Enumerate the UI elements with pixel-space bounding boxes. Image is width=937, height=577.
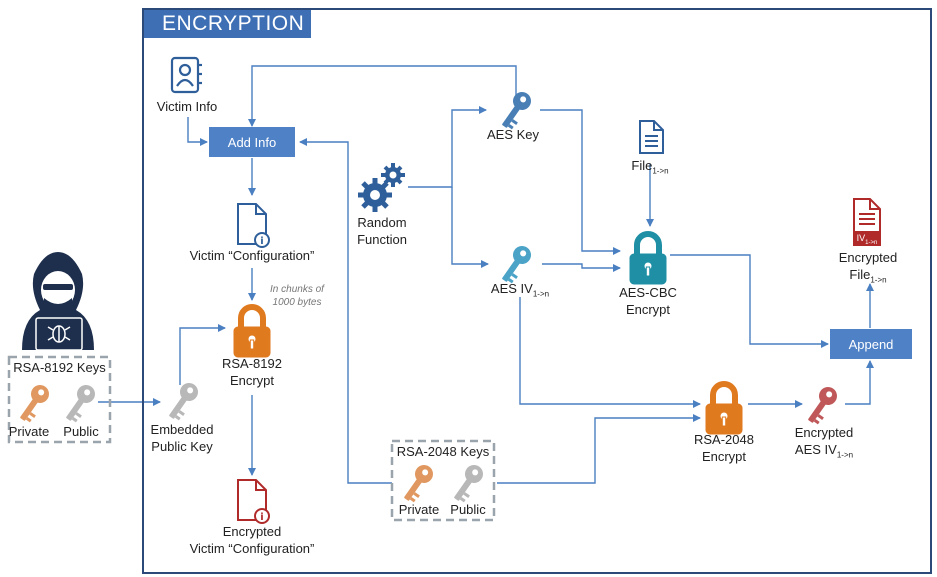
rsa8192-encrypt-label-1: RSA-8192 (222, 356, 282, 371)
rsa2048-public-label: Public (450, 502, 486, 517)
arrow-aescbc-append (670, 254, 829, 348)
arrow-victiminfo-addinfo (187, 117, 208, 146)
hacker-icon (22, 252, 94, 351)
rsa2048-public-key-icon (448, 461, 487, 505)
arrow-encaesiv-append (845, 360, 874, 405)
rsa2048-private-key-icon (398, 461, 437, 505)
document-info-icon: i (237, 203, 270, 248)
encrypted-config-label-1: Encrypted (222, 524, 282, 539)
arrow-embedded-rsa8192 (179, 324, 226, 385)
encrypted-document-info-icon: i (237, 479, 270, 524)
embedded-public-key-label-2: Public Key (151, 439, 213, 454)
iv-badge: IV1->n (854, 232, 880, 249)
chunk-note-line1: In chunks of (270, 284, 324, 295)
append-box (830, 329, 912, 359)
add-info-box (209, 127, 295, 157)
arrow-random-aesiv (451, 187, 489, 268)
encrypted-aes-iv-text: AES IV (794, 442, 837, 457)
rsa2048-encrypt-label-1: RSA-2048 (694, 432, 754, 447)
aescbc-label-2: Encrypt (625, 302, 671, 317)
encryption-frame (142, 8, 932, 574)
rsa8192-encrypt-label-2: Encrypt (229, 373, 275, 388)
aes-iv-sub: 1->n (532, 289, 550, 299)
arrow-rsa2048-addinfo (299, 138, 392, 484)
random-function-label-1: Random (357, 215, 407, 230)
encrypted-file-icon (853, 198, 881, 246)
file-sub: 1->n (652, 166, 669, 176)
rsa8192-private-label: Private (8, 424, 50, 439)
rsa8192-private-key-icon (14, 381, 53, 425)
arrow-random-split (408, 106, 487, 188)
arrow-aesiv-rsa2048 (519, 297, 701, 408)
random-function-label-2: Function (357, 232, 407, 247)
encrypted-aes-iv-label-1: Encrypted (794, 425, 854, 440)
encrypted-aes-iv-label-2: AES IV1->n (782, 442, 866, 464)
rsa8192-public-label: Public (63, 424, 99, 439)
rsa8192-keys-label: RSA-8192 Keys (13, 360, 106, 375)
encrypted-file-sub: 1->n (870, 275, 887, 285)
victim-info-label: Victim Info (156, 99, 218, 114)
rsa8192-public-key-icon (60, 381, 99, 425)
encrypted-aes-iv-key-icon (802, 383, 841, 427)
svg-text:i: i (260, 236, 263, 247)
embedded-public-key-icon (163, 379, 202, 423)
encrypted-file-label-2: File1->n (826, 267, 910, 289)
connectors (98, 65, 874, 484)
add-info-label: Add Info (227, 135, 277, 150)
arrow-rsa2048keys-rsa2048 (497, 414, 701, 484)
chunk-note-line2: 1000 bytes (272, 297, 322, 308)
bug-icon (47, 325, 71, 343)
file-label: File1->n (612, 158, 688, 180)
aes-key-label: AES Key (486, 127, 540, 142)
arrow-aesiv-aescbc (542, 263, 621, 272)
gears-icon (358, 163, 405, 212)
rsa2048-keys-label: RSA-2048 Keys (396, 444, 490, 459)
rsa2048-private-label: Private (398, 502, 440, 517)
rsa8192-keys-group (7, 355, 112, 444)
embedded-public-key-label-1: Embedded (150, 422, 214, 437)
file-text: File (631, 158, 653, 173)
aes-iv-key-icon (496, 242, 535, 286)
svg-text:i: i (260, 512, 263, 523)
aes-iv-label: AES IV1->n (478, 281, 562, 303)
append-label: Append (848, 337, 894, 352)
rsa2048-encrypt-label-2: Encrypt (701, 449, 747, 464)
title-tab: ENCRYPTION (144, 10, 311, 38)
iv-badge-sub: 1->n (865, 239, 878, 246)
iv-badge-text: IV (856, 233, 866, 243)
victim-config-label: Victim “Configuration” (189, 248, 315, 263)
page-title: ENCRYPTION (162, 12, 305, 35)
arrow-aeskey-aescbc (540, 109, 621, 255)
document-icon (639, 120, 664, 154)
aes-iv-text: AES IV (490, 281, 533, 296)
aescbc-label-1: AES-CBC (619, 285, 677, 300)
aes-key-icon (496, 88, 535, 132)
arrow-aeskey-addinfo (248, 65, 517, 127)
encrypted-config-label-2: Victim “Configuration” (189, 541, 315, 556)
address-book-icon (170, 56, 202, 94)
encrypted-file-label-1: Encrypted (838, 250, 898, 265)
encrypted-file-text: File (849, 267, 871, 282)
encrypted-aes-iv-sub: 1->n (836, 450, 854, 460)
